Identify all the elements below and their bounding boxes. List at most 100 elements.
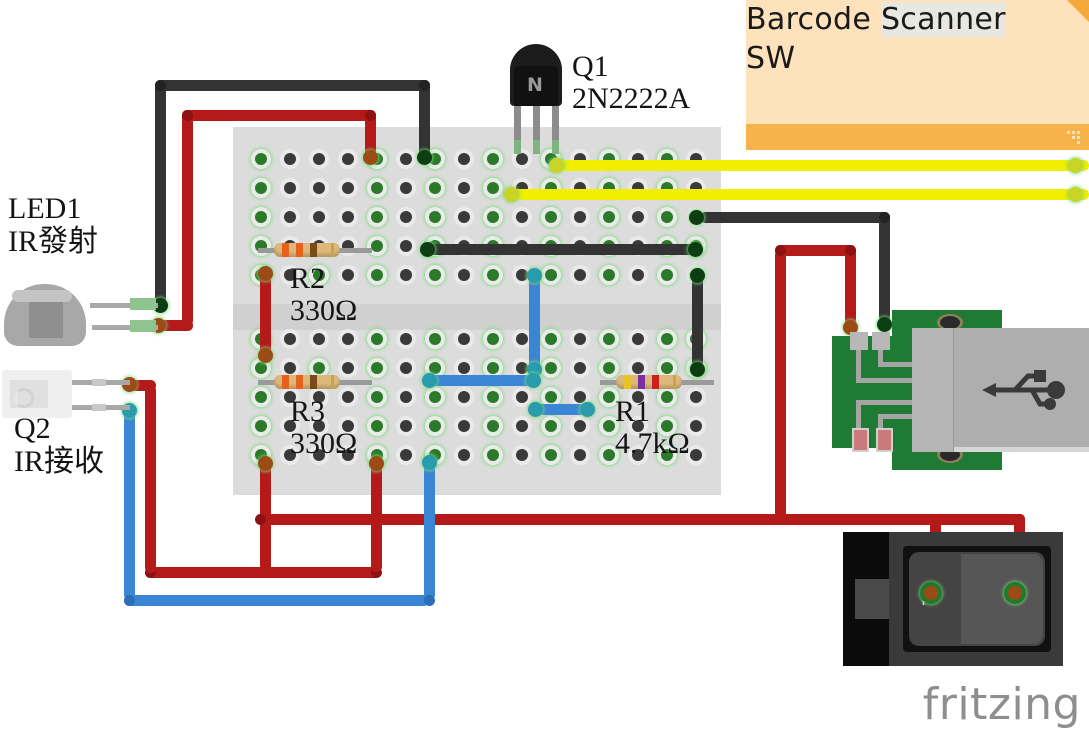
breadboard-hole-r4-c10[interactable] xyxy=(541,265,561,285)
breadboard-hole-r7-c6[interactable] xyxy=(425,387,445,407)
breadboard-hole-r2-c11[interactable] xyxy=(570,207,590,227)
breadboard-hole-r2-c9[interactable] xyxy=(512,207,532,227)
breadboard-hole-r1-c3[interactable] xyxy=(338,178,358,198)
led1-ir-emitter[interactable] xyxy=(4,284,114,346)
wire-black-led-top-run[interactable] xyxy=(155,80,430,91)
breadboard-hole-r1-c6[interactable] xyxy=(425,178,445,198)
breadboard-hole-r6-c0[interactable] xyxy=(251,358,271,378)
breadboard-hole-r6-c1[interactable] xyxy=(280,358,300,378)
breadboard-hole-r5-c10[interactable] xyxy=(541,329,561,349)
switch-terminal-right[interactable] xyxy=(1004,582,1026,604)
breadboard-hole-r5-c11[interactable] xyxy=(570,329,590,349)
breadboard-hole-r0-c7[interactable] xyxy=(454,149,474,169)
breadboard-hole-r8-c10[interactable] xyxy=(541,416,561,436)
breadboard-hole-r6-c13[interactable] xyxy=(628,358,648,378)
breadboard-hole-r7-c8[interactable] xyxy=(483,387,503,407)
wire-black-led-left-drop[interactable] xyxy=(155,80,166,306)
wire-blue-bottom-run[interactable] xyxy=(124,595,429,606)
wire-red-long-run-to-switch[interactable] xyxy=(260,514,1025,525)
breadboard-hole-r1-c0[interactable] xyxy=(251,178,271,198)
breadboard-hole-r2-c12[interactable] xyxy=(599,207,619,227)
breadboard-hole-r1-c4[interactable] xyxy=(367,178,387,198)
breadboard-hole-r7-c0[interactable] xyxy=(251,387,271,407)
wire-red-led-right-drop[interactable] xyxy=(365,110,376,158)
breadboard-hole-r7-c15[interactable] xyxy=(686,387,706,407)
breadboard-hole-r2-c6[interactable] xyxy=(425,207,445,227)
breadboard-hole-r2-c4[interactable] xyxy=(367,207,387,227)
breadboard-hole-r9-c15[interactable] xyxy=(686,445,706,465)
breadboard-hole-r9-c13[interactable] xyxy=(628,445,648,465)
breadboard-hole-r8-c15[interactable] xyxy=(686,416,706,436)
breadboard-hole-r9-c12[interactable] xyxy=(599,445,619,465)
wire-red-q2-drop[interactable] xyxy=(145,385,156,573)
transistor-q1[interactable]: N xyxy=(505,44,567,154)
usb-pad-gnd[interactable] xyxy=(872,332,890,350)
resistor-r1[interactable] xyxy=(600,375,714,389)
note-resize-grip-icon[interactable] xyxy=(1067,131,1081,145)
breadboard-hole-r5-c7[interactable] xyxy=(454,329,474,349)
resistor-r3[interactable] xyxy=(258,375,372,389)
q2-ir-receiver[interactable] xyxy=(2,370,78,424)
breadboard-hole-r4-c14[interactable] xyxy=(657,265,677,285)
usb-breakout-board[interactable] xyxy=(832,300,1089,470)
breadboard-hole-r9-c7[interactable] xyxy=(454,445,474,465)
wire-blue-q2-drop[interactable] xyxy=(124,410,135,600)
wire-black-usb-top-run[interactable] xyxy=(700,212,890,223)
breadboard-hole-r5-c1[interactable] xyxy=(280,329,300,349)
breadboard-hole-r6-c5[interactable] xyxy=(396,358,416,378)
jumper-black-right-vertical[interactable] xyxy=(692,272,703,370)
breadboard-hole-r4-c8[interactable] xyxy=(483,265,503,285)
breadboard-hole-r0-c0[interactable] xyxy=(251,149,271,169)
breadboard-hole-r6-c4[interactable] xyxy=(367,358,387,378)
wire-red-usb-drop[interactable] xyxy=(775,250,786,518)
breadboard-hole-r7-c4[interactable] xyxy=(367,387,387,407)
breadboard-hole-r4-c7[interactable] xyxy=(454,265,474,285)
breadboard-hole-r8-c2[interactable] xyxy=(309,416,329,436)
breadboard-hole-r1-c2[interactable] xyxy=(309,178,329,198)
breadboard-hole-r4-c2[interactable] xyxy=(309,265,329,285)
breadboard-hole-r6-c10[interactable] xyxy=(541,358,561,378)
breadboard-hole-r6-c12[interactable] xyxy=(599,358,619,378)
breadboard-hole-r0-c8[interactable] xyxy=(483,149,503,169)
breadboard-hole-r7-c13[interactable] xyxy=(628,387,648,407)
breadboard-hole-r8-c7[interactable] xyxy=(454,416,474,436)
breadboard-hole-r0-c3[interactable] xyxy=(338,149,358,169)
breadboard-hole-r0-c9[interactable] xyxy=(512,149,532,169)
breadboard-hole-r7-c9[interactable] xyxy=(512,387,532,407)
breadboard-hole-r6-c3[interactable] xyxy=(338,358,358,378)
breadboard-hole-r9-c3[interactable] xyxy=(338,445,358,465)
wire-black-usb-drop[interactable] xyxy=(879,212,890,322)
breadboard-hole-r5-c9[interactable] xyxy=(512,329,532,349)
breadboard-hole-r5-c13[interactable] xyxy=(628,329,648,349)
jumper-blue-row-a[interactable] xyxy=(428,375,532,386)
breadboard-hole-r2-c3[interactable] xyxy=(338,207,358,227)
breadboard-hole-r2-c7[interactable] xyxy=(454,207,474,227)
wire-red-board-left-column[interactable] xyxy=(260,270,271,355)
breadboard-hole-r9-c9[interactable] xyxy=(512,445,532,465)
breadboard-hole-r0-c5[interactable] xyxy=(396,149,416,169)
breadboard-hole-r8-c4[interactable] xyxy=(367,416,387,436)
breadboard-hole-r1-c7[interactable] xyxy=(454,178,474,198)
breadboard-hole-r3-c5[interactable] xyxy=(396,236,416,256)
breadboard-hole-r5-c8[interactable] xyxy=(483,329,503,349)
breadboard-hole-r7-c14[interactable] xyxy=(657,387,677,407)
breadboard-hole-r8-c11[interactable] xyxy=(570,416,590,436)
breadboard-hole-r8-c5[interactable] xyxy=(396,416,416,436)
breadboard-hole-r4-c9[interactable] xyxy=(512,265,532,285)
breadboard[interactable] xyxy=(233,127,721,495)
jumper-blue-row-b[interactable] xyxy=(534,404,586,415)
breadboard-hole-r6-c14[interactable] xyxy=(657,358,677,378)
breadboard-hole-r4-c3[interactable] xyxy=(338,265,358,285)
wire-red-led-left-drop[interactable] xyxy=(182,110,193,326)
breadboard-hole-r9-c5[interactable] xyxy=(396,445,416,465)
rocker-switch[interactable]: I xyxy=(843,532,1063,666)
breadboard-hole-r6-c2[interactable] xyxy=(309,358,329,378)
breadboard-hole-r8-c1[interactable] xyxy=(280,416,300,436)
breadboard-hole-r1-c8[interactable] xyxy=(483,178,503,198)
wire-blue-board-rise[interactable] xyxy=(424,460,435,600)
breadboard-hole-r6-c8[interactable] xyxy=(483,358,503,378)
wire-yellow-upper[interactable] xyxy=(553,160,1089,171)
breadboard-hole-r5-c12[interactable] xyxy=(599,329,619,349)
breadboard-hole-r8-c13[interactable] xyxy=(628,416,648,436)
